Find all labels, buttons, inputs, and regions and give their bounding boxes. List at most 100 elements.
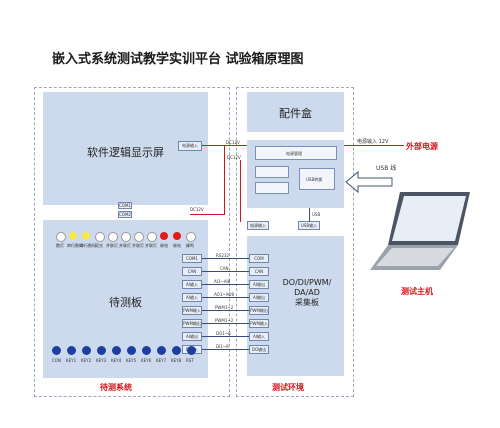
key-button-7 — [142, 346, 151, 355]
display-screen-label: 软件逻辑显示屏 — [87, 146, 164, 159]
wire-label-usb: USB — [312, 212, 321, 217]
wire-label-pwm-1: PWM1~2 — [215, 305, 234, 310]
wire-label-do-2: DI1~8 — [216, 344, 229, 349]
left-power-input: 电源输入 — [178, 141, 202, 151]
usb-convert-chip: USB转换 — [299, 168, 335, 190]
key-label-2: KEY1 — [66, 358, 77, 363]
key-label-5: KEY4 — [111, 358, 122, 363]
led-label-11: 蜂鸣 — [186, 243, 194, 248]
wire-label-can: CAN — [220, 266, 229, 271]
right-port-4: AI输出 — [249, 293, 269, 302]
led-label-1: 数灯 — [56, 243, 64, 248]
wire-label-ai-1: AI1~AI8 — [214, 279, 231, 284]
wire-ext-power — [344, 145, 404, 146]
wire-dc-vert — [224, 145, 225, 215]
wire-sig-3 — [202, 310, 249, 311]
key-button-9 — [172, 346, 181, 355]
accessory-box-label: 配件盒 — [279, 107, 312, 120]
button-row: CON KEY1 KEY2 KEY3 KEY4 KEY5 KEY6 KEY7 K… — [52, 346, 202, 370]
key-label-8: KEY7 — [156, 358, 167, 363]
led-11 — [186, 232, 196, 242]
wire-label-dc12v-c: DC12V — [190, 207, 204, 212]
wire-sig-5 — [202, 336, 249, 337]
left-frame — [34, 87, 230, 397]
led-10 — [173, 232, 181, 240]
key-button-1 — [52, 346, 61, 355]
led-label-10: 继电 — [173, 243, 181, 248]
wire-label-ai-2: AO1~AO8 — [214, 292, 235, 297]
right-port-3: AI输出 — [249, 280, 269, 289]
led-8 — [147, 232, 157, 242]
usb-cable-label: USB 线 — [376, 165, 397, 172]
left-port-3: AI输入 — [182, 280, 202, 289]
power-module: 电源管理 USB转换 — [247, 140, 344, 208]
key-button-8 — [157, 346, 166, 355]
test-env-label: 测试环境 — [272, 383, 304, 392]
system-under-test-label: 待测系统 — [100, 383, 132, 392]
led-row: 数灯 串行数码 串行数码 双光 并联灯 并联灯 并联灯 并联灯 继电 继电 蜂鸣 — [56, 232, 201, 250]
key-label-4: KEY3 — [96, 358, 107, 363]
led-label-4: 双光 — [95, 243, 103, 248]
right-port-2: CAN — [249, 267, 269, 276]
right-frame — [236, 87, 354, 397]
com2-box: COM2 — [118, 211, 132, 218]
left-port-2: CAN — [182, 267, 202, 276]
usb-convert-label: USB转换 — [306, 177, 323, 182]
wire-sig-6 — [202, 349, 249, 350]
right-port-1: COM — [249, 254, 269, 263]
led-label-5: 并联灯 — [106, 243, 118, 248]
key-label-6: KEY5 — [126, 358, 137, 363]
left-port-4: AI输入 — [182, 293, 202, 302]
led-label-7: 并联灯 — [132, 243, 144, 248]
accessory-box: 配件盒 — [247, 92, 344, 132]
com1-box: COM1 — [118, 202, 132, 209]
key-label-1: CON — [52, 358, 61, 363]
key-label-3: KEY2 — [81, 358, 92, 363]
left-port-1: COM1 — [182, 254, 202, 263]
right-port-column: COM CAN AI输出 AI输出 PWM输出 PWM输入 AI输入 DO输出 — [249, 254, 271, 364]
wire-dc-right-pwr — [240, 160, 241, 222]
left-port-7: AI输出 — [182, 332, 202, 341]
right-port-5: PWM输出 — [249, 306, 269, 315]
led-2 — [69, 232, 77, 240]
left-port-5: PWM输入 — [182, 306, 202, 315]
led-label-2: 串行数码 — [67, 243, 83, 248]
led-label-3: 串行数码 — [80, 243, 96, 248]
right-port-8: DO输出 — [249, 345, 269, 354]
right-usb-input: USB输入 — [298, 221, 320, 230]
module-chip-a — [255, 166, 289, 178]
led-label-9: 继电 — [160, 243, 168, 248]
led-4 — [95, 232, 105, 242]
led-3 — [82, 232, 90, 240]
wire-label-pwm-2: PWM1~2 — [215, 318, 234, 323]
external-power-label: 外部电源 — [406, 142, 438, 151]
key-label-9: KEY8 — [171, 358, 182, 363]
led-1 — [56, 232, 66, 242]
key-label-7: KEY6 — [141, 358, 152, 363]
wire-label-do-1: DO1~8 — [216, 331, 231, 336]
wire-sig-2 — [202, 297, 249, 298]
wire-sig-1 — [202, 284, 249, 285]
acq-board-label: DO/DI/PWM/ DA/AD 采集板 — [282, 278, 332, 307]
key-button-2 — [67, 346, 76, 355]
right-power-input: 电源输入 — [247, 221, 269, 230]
wire-label-dc12v-a: DC12V — [226, 140, 240, 145]
page-title: 嵌入式系统测试教学实训平台 试验箱原理图 — [52, 52, 304, 67]
led-5 — [108, 232, 118, 242]
wire-label-rs232: RS232 — [216, 253, 229, 258]
key-button-10 — [187, 346, 196, 355]
power-mgmt-label: 电源管理 — [286, 151, 302, 156]
led-label-6: 并联灯 — [119, 243, 131, 248]
key-label-10: RST — [186, 358, 194, 363]
wire-can — [202, 271, 249, 272]
wire-dc-left — [190, 214, 225, 215]
led-6 — [121, 232, 131, 242]
left-port-6: PWM输出 — [182, 319, 202, 328]
key-button-4 — [97, 346, 106, 355]
laptop-icon — [370, 192, 470, 270]
test-host-label: 测试主机 — [401, 287, 433, 296]
wire-usb-down — [309, 208, 310, 222]
key-button-3 — [82, 346, 91, 355]
module-chip-b — [255, 182, 289, 194]
board-label: 待测板 — [109, 296, 142, 309]
